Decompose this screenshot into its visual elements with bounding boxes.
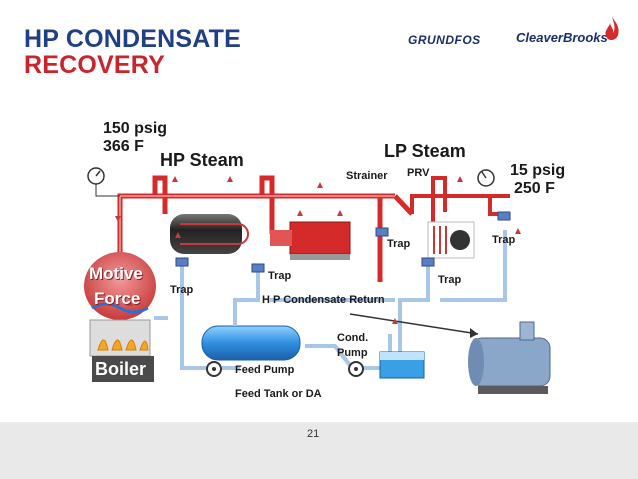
cond-pump-label-line-2: Pump [337,347,368,359]
cond-pump-label-line-1: Cond. [337,332,369,344]
title-line-1: HP CONDENSATE [24,25,241,53]
feed-pump-icon [206,361,222,377]
heat-exchanger-drum [170,214,249,254]
footer-bar [0,422,638,479]
cond-pump-tank [379,351,425,379]
feed-tank-label: Feed Tank or DA [235,388,322,400]
boiler-label: Boiler [95,359,147,379]
lp-pressure-gauge-icon [477,169,495,187]
grundfos-logo: GRUNDFOS [408,33,481,47]
trap-label: Trap [387,238,411,250]
hp-pressure-gauge-icon [87,167,120,197]
hp-steam-pipe-highlight [119,195,395,258]
trap-label: Trap [438,274,462,286]
lp-pressure-label: 15 psig [510,162,566,179]
trap-label: Trap [492,234,516,246]
hp-steam-label: HP Steam [160,150,244,170]
page-number: 21 [307,428,320,440]
trap-markers [175,211,511,273]
strainer-label: Strainer [346,170,388,182]
motive-force-label-line-2: Force [94,289,141,308]
process-unit [270,221,351,260]
trap-label: Trap [268,270,292,282]
lp-temp-label: 250 F [514,180,555,197]
package-boiler-image [468,321,551,394]
lp-steam-label: LP Steam [384,141,466,161]
boiler [89,319,154,382]
hp-pressure-label: 150 psig [103,120,168,137]
cond-pump-icon [348,361,364,377]
motive-force-label-line-1: Motive [89,264,143,283]
flame-logo-icon [605,17,619,41]
cleaverbrooks-logo: CleaverBrooks [516,30,608,45]
steam-flow-arrows [107,176,521,324]
trap-label: Trap [170,284,194,296]
lp-coil-unit [427,221,475,259]
hp-steam-pipes [117,175,414,282]
prv-label: PRV [407,167,430,179]
hp-temp-label: 366 F [103,138,144,155]
pointer-line [349,313,479,335]
title-line-2: RECOVERY [24,51,165,79]
motive-force-bubble [84,252,156,320]
feed-pump-label: Feed Pump [235,364,295,376]
feed-tank [201,310,301,361]
hp-condensate-return-label: H P Condensate Return [262,294,385,306]
